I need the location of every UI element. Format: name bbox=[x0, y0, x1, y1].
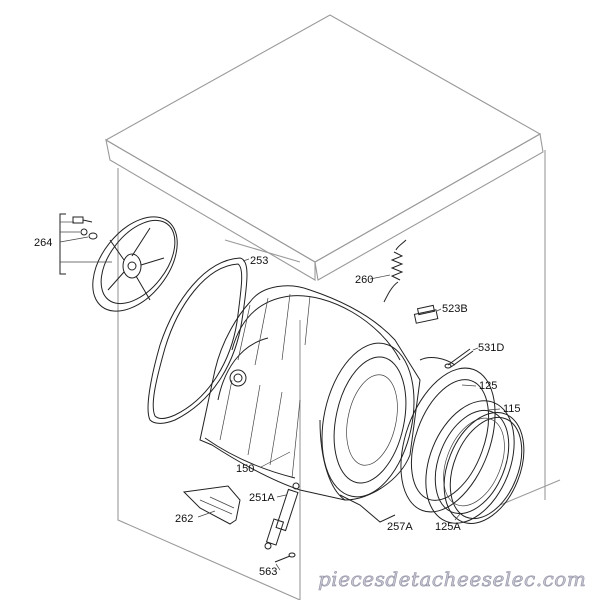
pin-563 bbox=[274, 552, 296, 571]
belt-253 bbox=[147, 257, 250, 424]
callout-257a: 257A bbox=[387, 521, 413, 533]
spring-260 bbox=[369, 239, 407, 303]
callout-125: 125 bbox=[479, 380, 497, 392]
damper-251a bbox=[264, 482, 300, 550]
cabinet-outline bbox=[104, 14, 561, 600]
callout-523b: 523B bbox=[442, 303, 468, 315]
clamp-ring-125a bbox=[443, 412, 525, 524]
part-523b bbox=[413, 304, 442, 324]
bolt-icon bbox=[72, 216, 98, 240]
callout-264: 264 bbox=[34, 237, 52, 249]
callout-150: 150 bbox=[236, 463, 254, 475]
callout-563: 563 bbox=[259, 566, 277, 578]
tub-150 bbox=[199, 285, 421, 523]
callout-253: 253 bbox=[250, 255, 268, 267]
part-531d bbox=[444, 347, 479, 369]
callout-251a: 251A bbox=[249, 492, 275, 504]
watermark: piecesdetacheeselec.com bbox=[318, 567, 586, 591]
callout-531d: 531D bbox=[478, 342, 504, 354]
callout-260: 260 bbox=[355, 274, 373, 286]
part-262 bbox=[182, 485, 241, 525]
callout-125a: 125A bbox=[435, 521, 461, 533]
callout-115: 115 bbox=[503, 403, 521, 415]
callout-262: 262 bbox=[175, 513, 193, 525]
pulley-264 bbox=[59, 213, 178, 312]
door-ring-115 bbox=[425, 400, 515, 524]
